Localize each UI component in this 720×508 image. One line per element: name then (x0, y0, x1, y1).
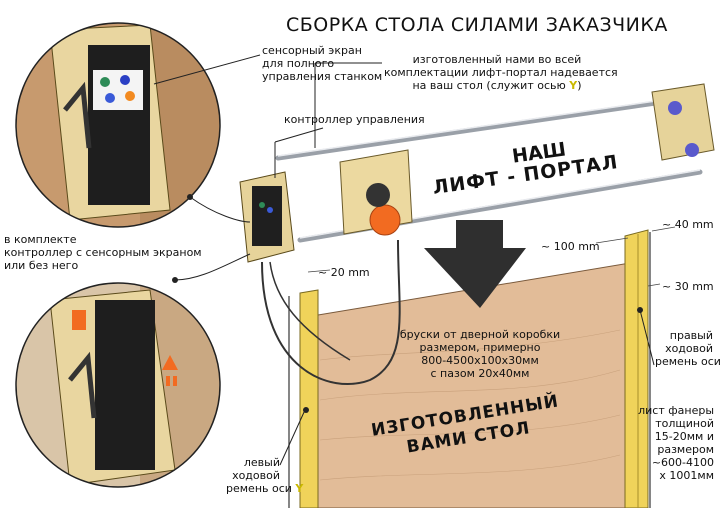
controller-label: контроллер управления (284, 113, 425, 126)
touchscreen-label: сенсорный экран для полного управления с… (262, 44, 383, 83)
left-door-bar (299, 289, 319, 508)
dim-30-label: ~ 30 mm (662, 280, 714, 293)
page-title: СБОРКА СТОЛА СИЛАМИ ЗАКАЗЧИКА (286, 14, 668, 36)
axis-y-label: Y (569, 79, 578, 92)
wood-grain (319, 329, 621, 481)
bars-label: бруски от дверной коробки размером, прим… (399, 328, 561, 380)
zoom-circle-touchscreen (16, 23, 220, 227)
right-door-bar (624, 229, 649, 508)
zoom-circle-buttons (16, 283, 220, 487)
dim-100-label: ~ 100 mm (541, 240, 600, 253)
dim-20-label: ~ 20 mm (318, 266, 370, 279)
plywood-sheet (299, 261, 637, 508)
portal-end-plate (651, 83, 715, 161)
dim-40-label: ~ 40 mm (662, 218, 714, 231)
kit-label: в комплекте контроллер с сенсорным экран… (4, 233, 202, 272)
dimension-lines (307, 226, 676, 287)
right-belt-label: правый ходовой ремень оси Y (655, 329, 720, 368)
plywood-label: лист фанеры толщиной 15-20мм и размером … (638, 404, 714, 482)
portal-note: изготовленный нами во всей комплектации … (384, 53, 618, 92)
left-belt-label: левый ходовой ремень оси Y (226, 456, 304, 495)
big-down-arrow (424, 220, 526, 308)
controller-cable (261, 239, 401, 385)
leader-lines (153, 54, 655, 466)
